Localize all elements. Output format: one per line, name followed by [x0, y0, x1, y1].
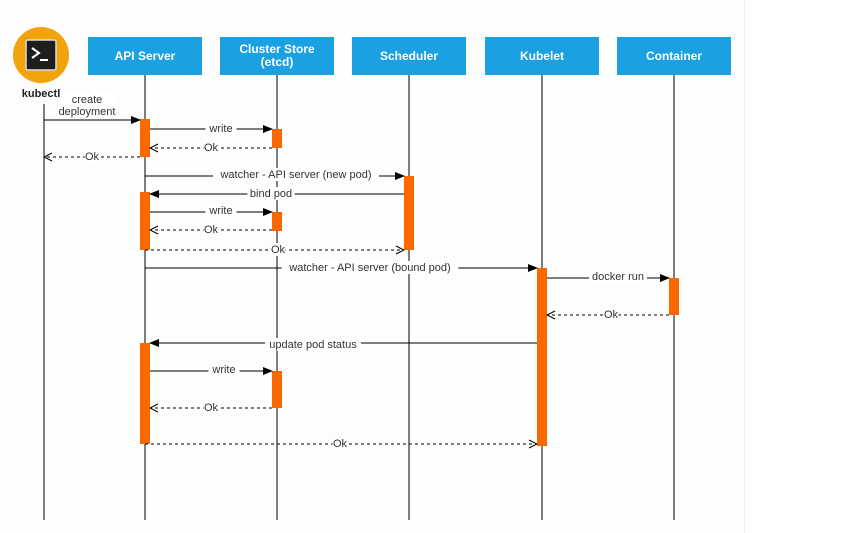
message-label: Ok — [333, 438, 348, 450]
message-label: Ok — [204, 224, 219, 236]
terminal-icon — [13, 27, 69, 83]
message-label: write — [208, 205, 232, 217]
message-16: Ok — [145, 437, 537, 450]
message-9: Ok — [145, 243, 404, 256]
message-label: write — [211, 364, 235, 376]
participant-kubelet: Kubelet — [485, 37, 599, 75]
message-label: docker run — [592, 271, 644, 283]
participant-store: Cluster Store (etcd) — [220, 37, 334, 75]
activation-bar-api — [140, 119, 150, 157]
message-label: watcher - API server (new pod) — [219, 169, 371, 181]
participant-scheduler: Scheduler — [352, 37, 466, 75]
participant-kubectl-label: kubectl — [22, 88, 61, 100]
message-label: Ok — [204, 142, 219, 154]
message-label: write — [208, 123, 232, 135]
message-4: Ok — [44, 150, 140, 163]
message-13: update pod status — [149, 338, 537, 351]
message-label: Ok — [271, 244, 286, 256]
activation-bar-api — [140, 192, 150, 250]
participant-api: API Server — [88, 37, 202, 75]
activation-bar-store — [272, 212, 282, 231]
activation-bar-store — [272, 371, 282, 408]
message-6: bind pod — [149, 187, 404, 200]
message-2: write — [150, 122, 273, 135]
participant-container: Container — [617, 37, 731, 75]
message-11: docker run — [547, 270, 670, 283]
message-label: Ok — [604, 309, 619, 321]
message-5: watcher - API server (new pod) — [145, 168, 405, 181]
message-label: bind pod — [250, 188, 292, 200]
message-12: Ok — [547, 308, 669, 321]
message-label: update pod status — [269, 339, 357, 351]
activation-bar-api — [140, 343, 150, 444]
message-14: write — [150, 363, 273, 376]
activation-bar-scheduler — [404, 176, 414, 250]
message-7: write — [150, 204, 273, 217]
activation-bar-container — [669, 278, 679, 315]
message-label: watcher - API server (bound pod) — [288, 262, 450, 274]
message-10: watcher - API server (bound pod) — [145, 261, 538, 274]
message-label: Ok — [85, 151, 100, 163]
message-15: Ok — [150, 401, 272, 414]
activation-bar-store — [272, 129, 282, 148]
message-8: Ok — [150, 223, 272, 236]
message-label: Ok — [204, 402, 219, 414]
activation-bar-kubelet — [537, 268, 547, 446]
message-3: Ok — [150, 141, 272, 154]
